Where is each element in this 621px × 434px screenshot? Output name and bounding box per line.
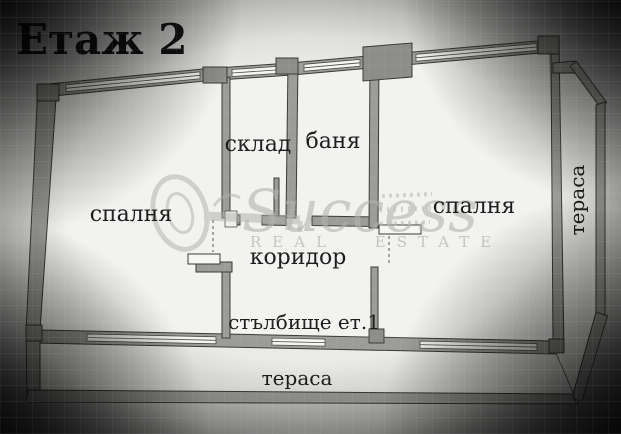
pillar-bottom-right — [548, 338, 565, 354]
pillar-top-left — [36, 83, 60, 102]
pillar-top-3 — [275, 57, 299, 75]
terrace-right-wall — [595, 101, 606, 317]
label-bedroom-right: спалня — [433, 194, 516, 219]
label-bedroom-left: спалня — [90, 202, 173, 227]
pillar-top-2 — [202, 66, 228, 84]
page-title: Етаж 2 — [16, 15, 188, 64]
label-bathroom: баня — [306, 129, 361, 154]
label-staircase: стълбище ет.1 — [228, 310, 380, 334]
label-storage: склад — [225, 132, 292, 157]
shaft-block — [362, 42, 413, 82]
pillar-bottom-left — [25, 324, 43, 342]
label-terrace-bottom: тераса — [262, 366, 333, 390]
label-terrace-right: тераса — [565, 165, 589, 236]
door-leaf-bedroomL — [187, 253, 221, 265]
label-corridor: коридор — [250, 245, 347, 270]
pillar-top-right — [537, 35, 560, 55]
